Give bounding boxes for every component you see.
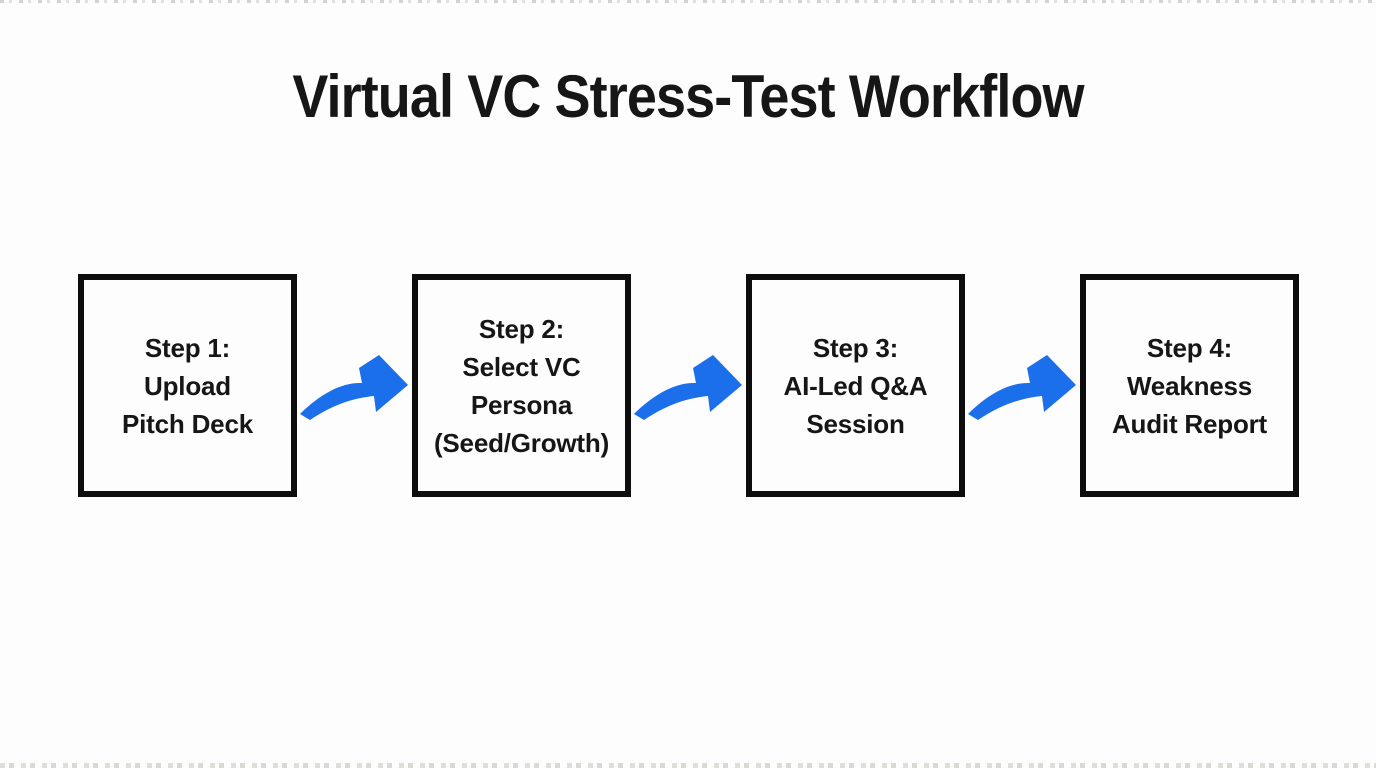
curved-arrow-icon xyxy=(634,355,742,420)
curved-arrow-icon xyxy=(968,355,1076,420)
scan-noise-top xyxy=(0,0,1376,3)
step-2-label: Step 2: Select VC Persona (Seed/Growth) xyxy=(433,313,610,458)
step-box-4: Step 4: Weakness Audit Report xyxy=(1080,274,1299,497)
page-title: Virtual VC Stress-Test Workflow xyxy=(292,63,1084,130)
step-1-label: Step 1: Upload Pitch Deck xyxy=(122,332,253,439)
step-4-label: Step 4: Weakness Audit Report xyxy=(1111,332,1268,439)
step-box-1: Step 1: Upload Pitch Deck xyxy=(78,274,297,497)
step-box-2: Step 2: Select VC Persona (Seed/Growth) xyxy=(412,274,631,497)
scan-noise-bottom xyxy=(0,763,1376,768)
step-box-3: Step 3: AI-Led Q&A Session xyxy=(746,274,965,497)
curved-arrow-icon xyxy=(300,355,408,420)
step-3-label: Step 3: AI-Led Q&A Session xyxy=(783,332,928,439)
